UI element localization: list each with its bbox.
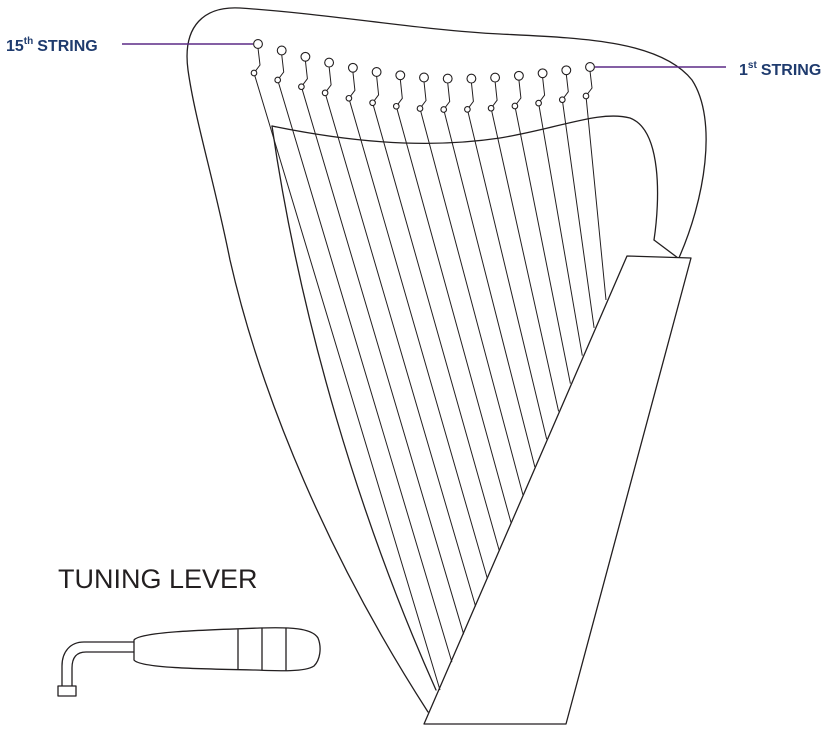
bridge-pin-9 — [392, 102, 400, 110]
bridge-pin-11 — [345, 94, 353, 102]
tuning-peg-1 — [585, 62, 595, 72]
bridge-pin-12 — [321, 89, 329, 97]
harp-string-3 — [538, 77, 583, 356]
bridge-pin-15 — [250, 69, 258, 77]
callout-1st-number: 1 — [739, 62, 748, 79]
tuning-lever-title: TUNING LEVER — [58, 564, 258, 594]
harp-string-2 — [561, 74, 595, 328]
harp-string-9 — [395, 79, 512, 524]
harp-string-13 — [300, 60, 465, 635]
tuning-peg-14 — [276, 45, 287, 56]
tuning-peg-8 — [419, 72, 429, 83]
harp-string-10 — [372, 75, 500, 551]
bridge-pin-2 — [558, 96, 566, 104]
tuning-peg-7 — [442, 73, 453, 84]
harp-string-5 — [490, 81, 560, 412]
tuning-peg-5 — [490, 72, 501, 83]
tuning-peg-6 — [466, 73, 477, 84]
neck-inner-edge — [271, 115, 659, 241]
harp-string-6 — [466, 82, 548, 440]
tuning-peg-12 — [324, 57, 335, 68]
bridge-pin-5 — [487, 104, 495, 112]
tuning-lever-icon — [57, 627, 321, 697]
callout-15th-string: 15th STRING — [6, 36, 253, 55]
harp-string-4 — [514, 79, 571, 384]
strings-group — [253, 47, 607, 691]
tuning-peg-2 — [561, 65, 572, 76]
pillar-inner-edge — [271, 125, 437, 691]
callout-15th-suffix: th — [24, 36, 33, 47]
tuning-lever-shaft — [61, 641, 135, 687]
bridge-pin-14 — [274, 76, 282, 84]
tuning-peg-10 — [371, 67, 382, 77]
bridge-pin-1 — [582, 92, 590, 100]
bridge-pin-6 — [464, 106, 471, 113]
callout-15th-number: 15 — [6, 38, 24, 55]
bridge-pin-8 — [416, 105, 424, 112]
harp-string-11 — [348, 71, 488, 579]
tuning-lever-handle — [133, 627, 321, 672]
tuning-peg-15 — [253, 39, 263, 49]
harp-string-7 — [443, 82, 536, 468]
callout-1st-label: STRING — [761, 62, 821, 79]
callout-15th-label: STRING — [37, 38, 97, 55]
tuning-lever-socket — [57, 685, 77, 697]
tuning-peg-4 — [513, 70, 524, 81]
bridge-pin-7 — [440, 106, 448, 113]
neck-joint — [653, 239, 679, 259]
callout-1st-suffix: st — [748, 60, 758, 71]
bridge-pin-3 — [535, 99, 542, 107]
bridge-pin-13 — [298, 83, 305, 91]
harp-string-1 — [585, 70, 607, 301]
harp-string-15 — [253, 47, 441, 691]
harp-string-12 — [324, 66, 477, 607]
tuning-peg-13 — [300, 51, 311, 62]
harp-frame-outline — [186, 7, 707, 713]
tuning-peg-11 — [347, 62, 358, 73]
tuning-peg-3 — [537, 68, 548, 79]
soundbox — [423, 255, 692, 725]
bridge-pin-10 — [369, 99, 376, 107]
bridge-pin-4 — [511, 102, 519, 110]
tuning-pegs-group — [250, 39, 595, 113]
tuning-peg-9 — [395, 70, 406, 81]
callout-15th-text: 15th STRING — [6, 36, 98, 55]
harp-string-8 — [419, 81, 524, 496]
harp-string-14 — [277, 54, 453, 663]
